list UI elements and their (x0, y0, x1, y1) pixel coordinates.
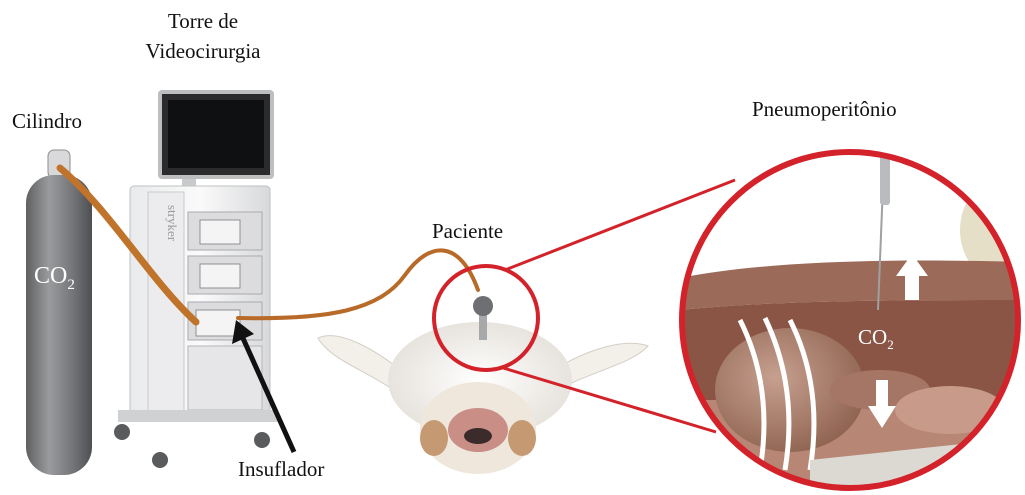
camera-unit (200, 220, 240, 244)
cylinder-co2-base: CO (34, 263, 67, 289)
zoom-co2-base: CO (858, 325, 887, 349)
light-source-unit (200, 264, 240, 288)
needle-hub (880, 155, 890, 205)
tower-base (118, 410, 278, 422)
cylinder-body (26, 175, 92, 475)
insufflator-unit (196, 310, 240, 336)
caster-wheel (254, 432, 270, 448)
co2-cylinder: CO2 (26, 150, 92, 475)
dog-nose (464, 428, 492, 444)
zoom-co2-sub: 2 (887, 337, 894, 352)
tube-insufflator-to-patient (238, 250, 478, 318)
monitor-screen (168, 100, 264, 168)
cylinder-co2-sub: 2 (67, 277, 75, 293)
caster-wheel (152, 452, 168, 468)
dog-ear (508, 420, 536, 456)
dog-ear (420, 420, 448, 456)
caster-wheel (114, 424, 130, 440)
video-tower: stryker (114, 92, 278, 468)
pneumoperitoneum-zoom: CO2 (680, 150, 1025, 495)
tower-brand: stryker (165, 205, 180, 242)
